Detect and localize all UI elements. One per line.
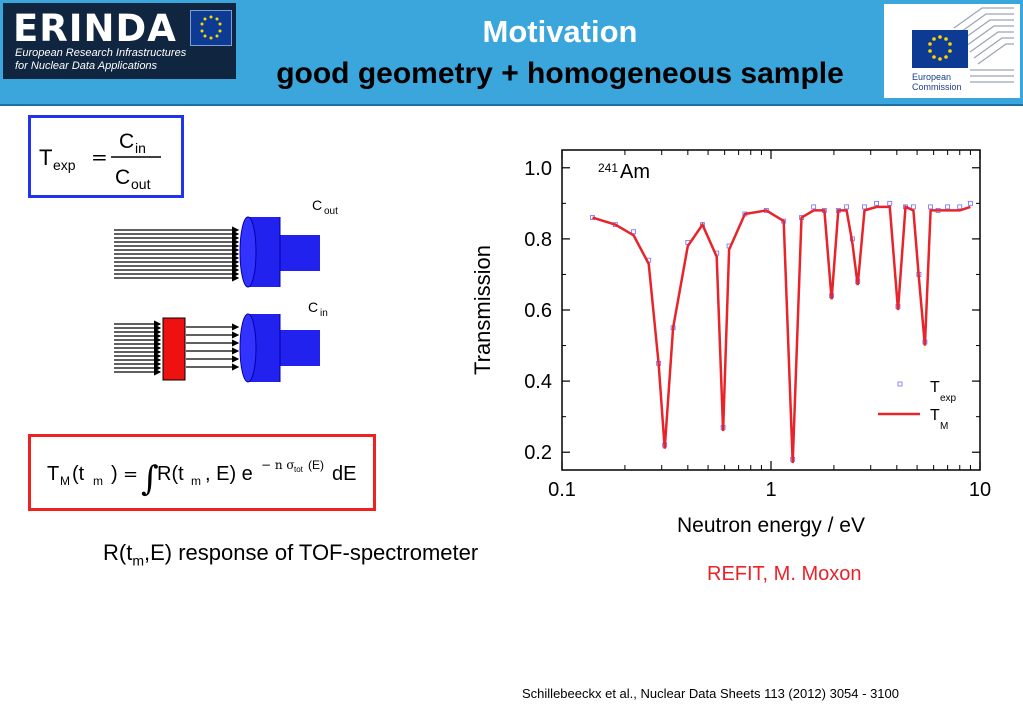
texp-point [862,204,867,210]
eq2-arg-sub: m [93,474,103,488]
eq2-r: R(t [157,463,184,485]
legend-tm-sub: M [940,421,948,432]
x-axis: 0.1 1 10 [548,150,991,501]
texp-point [928,204,933,210]
legend-texp-label: T [930,379,940,396]
eq2-exponent-sub: tot [294,465,304,474]
eq2-arg: (t [72,463,85,485]
logo-sub-line2: for Nuclear Data Applications [15,60,158,72]
texp-point [844,204,850,210]
commission-label: European Commission [912,72,962,92]
citation: Schillebeeckx et al., Nuclear Data Sheet… [522,686,899,701]
x-tick-label: 10 [969,479,991,501]
european-commission-logo: European Commission [884,4,1020,98]
logo-subtitle: European Research Infrastructures for Nu… [15,47,186,73]
texp-point [811,204,817,210]
texp-point [957,204,963,210]
y-axis-label: Transmission [470,245,495,375]
header-banner: ERINDA European Research Infrastructures… [0,0,1023,106]
eq2-integral: ∫ [141,459,159,499]
eq2-tail: dE [332,463,356,485]
y-tick-label: 0.6 [524,300,552,322]
beam-arrows-in [114,320,162,376]
chart-legend: T exp T M [878,379,957,432]
beam-arrows-transmitted [186,323,240,371]
eq2-lhs-sub: M [60,474,70,488]
texp-point [887,200,893,206]
response-sub: m [132,552,144,569]
refit-credit: REFIT, M. Moxon [707,563,862,585]
beam-arrows-out [114,226,240,282]
texp-point [874,200,879,206]
eq1-lhs-sub: exp [53,157,76,173]
slide-title: Motivation [482,14,638,49]
eq1-denominator-sub: out [131,176,151,192]
y-axis: 0.2 0.4 0.6 0.8 1.0 [524,158,980,464]
eq1-lhs: T [39,145,52,170]
label-c-in-sub: in [320,308,328,319]
texp-point [945,204,951,210]
label-c-out: C [312,197,322,213]
transmission-equation: T exp = C in C out [39,130,161,192]
commission-building-icon [953,7,1014,83]
response-pre: R(t [103,540,133,565]
eq2-exponent-rest: (E) [308,458,324,472]
plot-frame [561,149,981,471]
eq2-close: ) [111,463,118,485]
eq1-numerator-sub: in [135,140,146,156]
texp-point [968,200,973,206]
eq1-denominator: C [115,166,130,189]
texp-point [631,229,636,235]
eq2-r-sub: m [191,474,201,488]
legend-tm-label: T [930,407,940,424]
commission-line2: Commission [912,82,962,92]
label-c-in: C [308,299,318,315]
y-tick-label: 0.4 [524,371,552,393]
y-tick-label: 0.2 [524,442,552,464]
erinda-logo: ERINDA European Research Infrastructures… [3,3,236,79]
sample-geometry-diagram: C out C in [114,197,338,383]
transmission-chart: 0.2 0.4 0.6 0.8 1.0 0.1 1 10 241 Am Transmissi… [470,149,991,537]
eq2-equals: = [123,464,138,485]
eq2-r-rest: , E) e [205,463,253,485]
model-equation: T M (t m ) = ∫ R(t m , E) e − n σ tot (E… [47,458,356,499]
model-equation-box: T M (t m ) = ∫ R(t m , E) e − n σ tot (E… [28,434,376,511]
x-tick-label: 1 [765,479,776,501]
x-axis-label: Neutron energy / eV [677,514,865,537]
eq1-numerator: C [119,130,134,153]
detector-in [239,313,320,383]
logo-word: ERINDA [13,7,177,50]
eu-flag-icon [912,30,968,68]
series-tm-line [592,205,971,463]
response-post: ,E) response of TOF-spectrometer [144,540,479,565]
legend-texp-marker [897,381,903,387]
texp-point [910,204,916,210]
y-tick-label: 1.0 [524,158,552,180]
slide-subtitle: good geometry + homogeneous sample [276,57,844,90]
y-tick-label: 0.8 [524,229,552,251]
response-caption: R(tm,E) response of TOF-spectrometer [103,540,478,568]
eq2-exponent: − n σ [261,458,295,472]
transmission-equation-box: T exp = C in C out [28,115,184,198]
sample-block [162,317,186,381]
eq1-equals: = [91,145,108,169]
label-c-out-sub: out [324,206,338,217]
logo-sub-line1: European Research Infrastructures [15,47,187,59]
eq2-lhs: T [47,463,59,485]
annotation-element: Am [620,161,650,183]
commission-line1: European [912,72,952,82]
eu-flag-icon [190,10,232,46]
detector-out [239,216,320,288]
annotation-mass-number: 241 [598,161,618,175]
x-tick-label: 0.1 [548,479,576,501]
legend-texp-sub: exp [940,393,957,404]
